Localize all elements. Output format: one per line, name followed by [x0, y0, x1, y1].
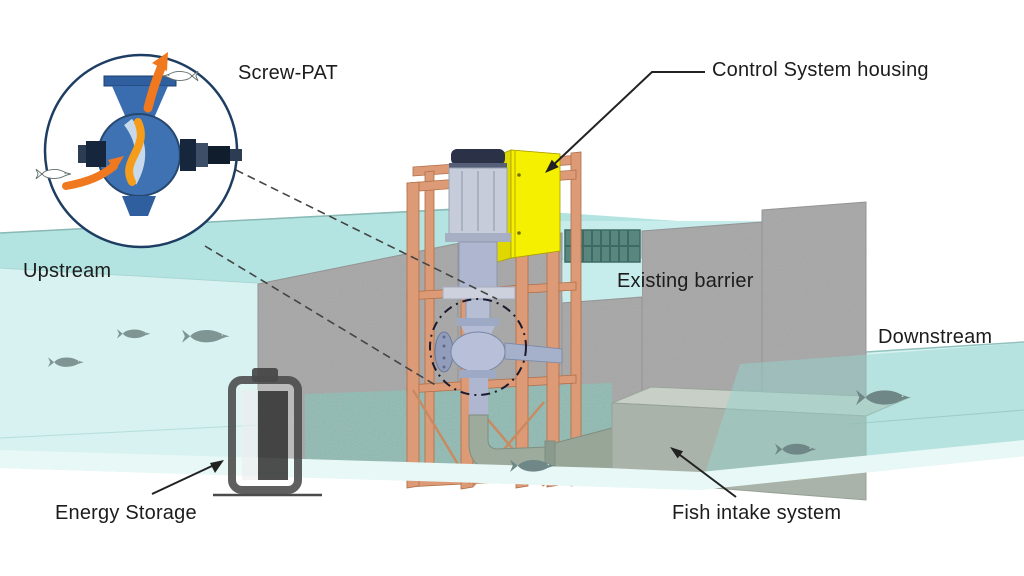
label-fish-intake: Fish intake system	[672, 502, 842, 524]
label-screw-pat: Screw-PAT	[238, 62, 338, 84]
screw-pat-inset-icon	[35, 52, 242, 249]
channel-floor	[0, 440, 1024, 490]
intake-leader-arrow	[675, 451, 737, 498]
intake-pipe	[468, 414, 613, 480]
motor-assembly	[442, 149, 516, 326]
label-downstream: Downstream	[878, 326, 993, 348]
energy-leader-arrow	[151, 465, 213, 495]
leader-lines	[151, 71, 737, 498]
label-control-system: Control System housing	[712, 59, 929, 81]
label-upstream: Upstream	[23, 260, 112, 282]
flow-arrows	[62, 63, 166, 190]
arrow-heads	[210, 159, 684, 473]
inset-callout-dashes	[204, 169, 498, 387]
pump-highlight-circle	[429, 298, 527, 396]
control-leader-arrow	[548, 71, 705, 170]
label-existing-barrier: Existing barrier	[617, 270, 754, 292]
battery-icon	[213, 368, 322, 497]
label-energy-storage: Energy Storage	[55, 502, 197, 524]
pump-cross-section-icon	[35, 52, 242, 216]
